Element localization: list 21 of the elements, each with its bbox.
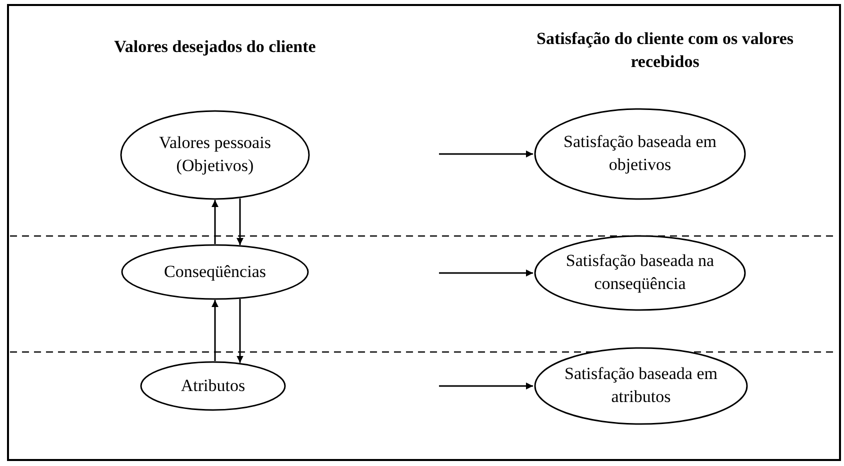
ellipse-node	[534, 235, 746, 311]
ellipse-node	[121, 244, 309, 300]
node-label: Conseqüências	[164, 260, 266, 283]
ellipse-node	[140, 361, 286, 411]
arrow	[212, 200, 218, 244]
arrow	[236, 299, 244, 363]
ellipse-node	[120, 110, 310, 200]
arrow	[236, 198, 244, 245]
node-label: Satisfação baseada em objetivos	[562, 131, 718, 176]
node-label: Satisfação baseada na conseqüência	[564, 250, 716, 295]
arrow	[212, 300, 218, 361]
arrow	[439, 382, 533, 390]
arrow	[439, 150, 533, 158]
ellipse-node	[534, 108, 746, 200]
node-label: Valores pessoais (Objetivos)	[158, 132, 272, 177]
node-label: Atributos	[180, 374, 246, 397]
column-heading: Valores desejados do cliente	[113, 36, 317, 58]
column-heading: Satisfação do cliente com os valores recebidos	[535, 28, 794, 73]
node-label: Satisfação baseada em atributos	[564, 363, 718, 408]
arrow	[439, 270, 533, 276]
ellipse-node	[534, 347, 748, 425]
